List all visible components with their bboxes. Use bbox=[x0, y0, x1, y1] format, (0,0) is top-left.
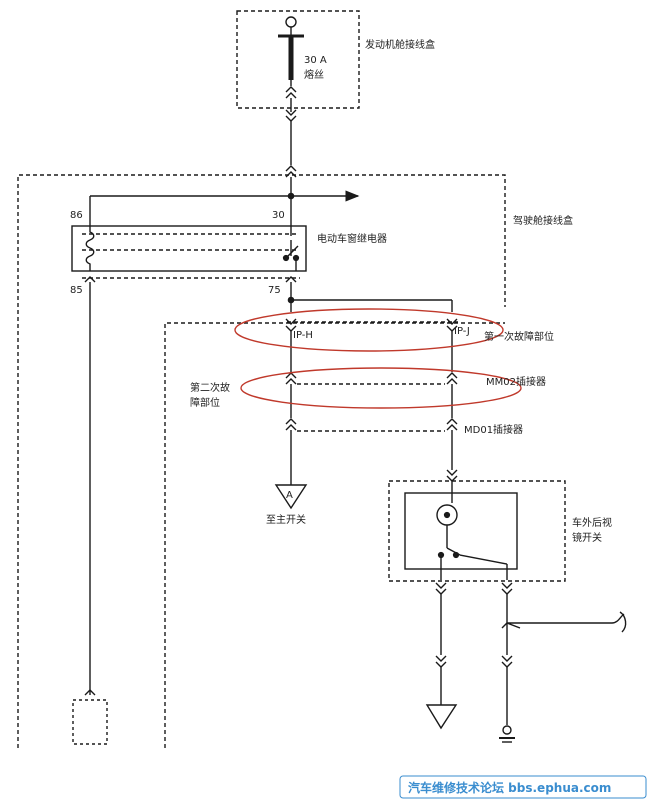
connector-ip-h: IP-H bbox=[293, 330, 313, 341]
pin-30: 30 bbox=[272, 210, 285, 221]
relay-label: 电动车窗继电器 bbox=[317, 232, 387, 245]
mirror-switch-label-line2: 镜开关 bbox=[572, 531, 602, 544]
pin-86: 86 bbox=[70, 210, 83, 221]
md01-label: MD01插接器 bbox=[464, 423, 523, 436]
ground-connector-box bbox=[72, 699, 108, 745]
to-main-switch-label: 至主开关 bbox=[266, 513, 306, 526]
connector-engine-box-bottom bbox=[285, 86, 297, 99]
watermark-text: 汽车维修技术论坛 bbs.ephua.com bbox=[408, 780, 611, 795]
cab-junction-box bbox=[17, 174, 506, 748]
fault-highlight-1 bbox=[234, 308, 504, 352]
engine-junction-box bbox=[236, 10, 360, 109]
fault1-label: 第一次故障部位 bbox=[484, 330, 554, 343]
connector-ip-j: IP-J bbox=[454, 326, 470, 337]
fuse-30a bbox=[278, 16, 304, 86]
cab-box-label: 驾驶舱接线盒 bbox=[513, 214, 573, 227]
fault2-label-line1: 第二次故 bbox=[190, 381, 230, 394]
pin-85: 85 bbox=[70, 285, 83, 296]
ref-a-label: A bbox=[286, 490, 293, 501]
power-window-relay bbox=[71, 225, 307, 272]
ref-triangle-a bbox=[274, 484, 308, 510]
mm02-label: MM02插接器 bbox=[486, 375, 546, 388]
engine-box-label: 发动机舱接线盒 bbox=[365, 38, 435, 51]
pin-75: 75 bbox=[268, 285, 281, 296]
mirror-switch-label-line1: 车外后视 bbox=[572, 516, 612, 529]
watermark-frame bbox=[399, 775, 647, 799]
fault2-label-line2: 障部位 bbox=[190, 396, 220, 409]
fuse-name: 熔丝 bbox=[304, 68, 324, 81]
mirror-switch-housing bbox=[388, 480, 566, 582]
fuse-rating: 30 A bbox=[304, 55, 327, 66]
output-triangle bbox=[425, 704, 458, 730]
ground-point bbox=[502, 725, 512, 735]
fault-highlight-2 bbox=[240, 367, 522, 409]
